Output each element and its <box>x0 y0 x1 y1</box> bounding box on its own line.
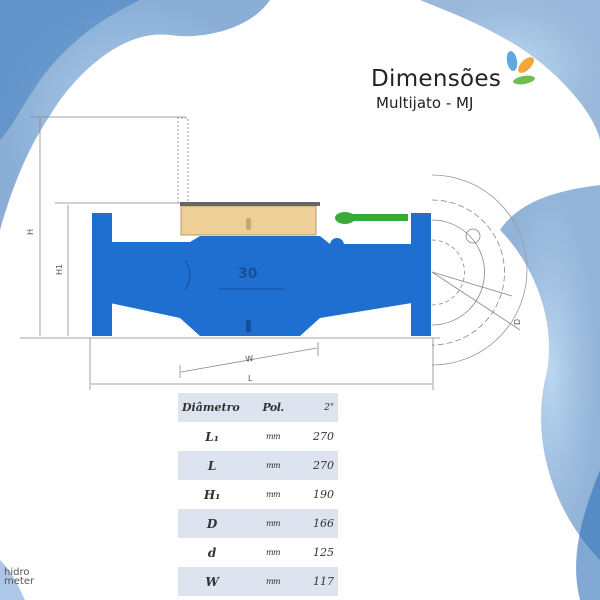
green-rod <box>340 214 408 221</box>
left-flange <box>92 213 112 336</box>
row-value: 270 <box>313 430 334 443</box>
l-label: L <box>248 374 253 383</box>
row-unit: mm <box>265 548 281 557</box>
row-label: L <box>207 458 217 473</box>
dimension-lines <box>20 116 528 390</box>
d-label: D <box>513 319 522 325</box>
right-flange <box>411 213 431 336</box>
table-row: H₁ mm 190 <box>178 480 338 509</box>
table-header: Diâmetro Pol. 2" <box>178 393 338 422</box>
header-diameter: Diâmetro <box>182 401 240 414</box>
hidrometer-logo: hidro meter <box>4 567 35 587</box>
row-label: D <box>206 516 218 531</box>
table-row: d mm 125 <box>178 538 338 567</box>
meter-number: 30 <box>238 266 258 282</box>
row-label: W <box>205 574 219 589</box>
row-value: 270 <box>313 459 334 472</box>
row-value: 117 <box>313 575 334 588</box>
row-value: 125 <box>313 546 334 559</box>
h-label: H <box>26 229 35 235</box>
row-unit: mm <box>265 490 281 499</box>
w-label: W <box>245 354 254 364</box>
header-unit: Pol. <box>262 401 284 414</box>
brand-line1: hidro <box>4 567 30 578</box>
meter-body: 30 <box>92 213 431 336</box>
row-label: H₁ <box>203 487 221 502</box>
page-subtitle: Multijato - MJ <box>376 94 474 112</box>
page-title: Dimensões <box>371 66 502 92</box>
table-row: L₁ mm 270 <box>178 422 338 451</box>
header-size: 2" <box>324 402 335 413</box>
row-value: 166 <box>313 517 334 530</box>
w-dimension <box>180 347 318 373</box>
row-unit: mm <box>265 577 281 586</box>
row-label: d <box>207 545 217 560</box>
h1-label: H1 <box>55 264 64 275</box>
petals-logo-icon <box>506 51 535 85</box>
row-value: 190 <box>313 488 334 501</box>
brand-line2: meter <box>4 576 35 587</box>
row-label: L₁ <box>205 429 219 444</box>
row-unit: mm <box>265 461 281 470</box>
row-unit: mm <box>265 519 281 528</box>
row-unit: mm <box>265 432 281 441</box>
